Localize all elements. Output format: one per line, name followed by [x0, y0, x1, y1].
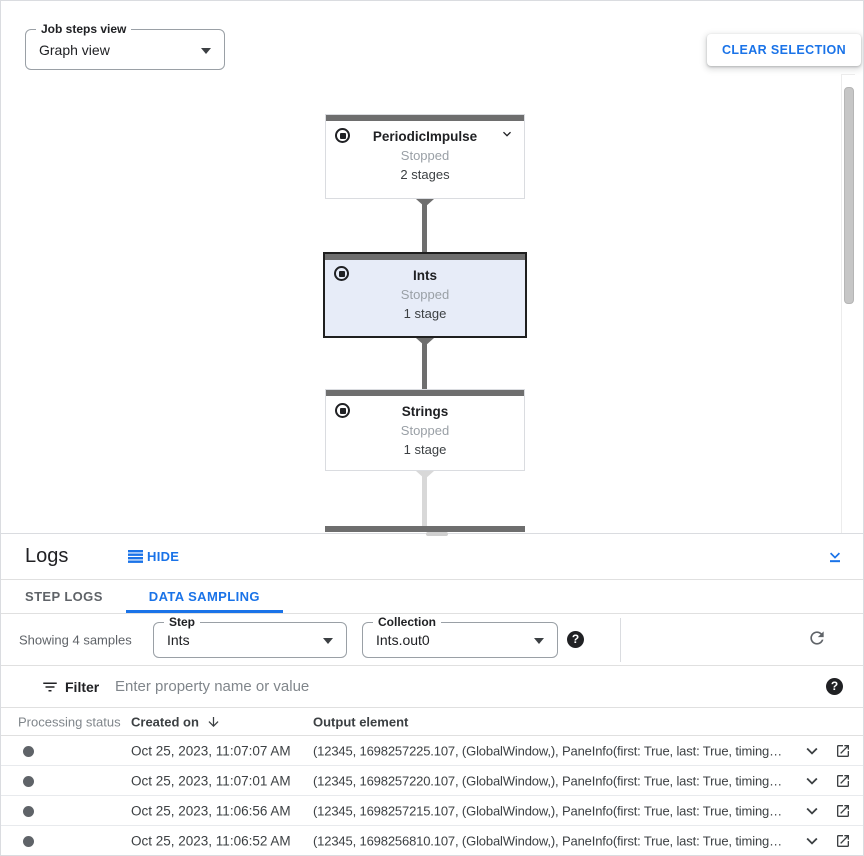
collection-select-value: Ints.out0: [376, 632, 430, 648]
node-top-bar: [325, 254, 525, 260]
graph-node-partial-top-bar: [325, 526, 525, 532]
processing-status-dot: [23, 776, 34, 787]
logs-tabs: STEP LOGS DATA SAMPLING: [1, 579, 863, 614]
connector-line: [422, 471, 427, 526]
filter-help-icon[interactable]: ?: [826, 678, 843, 695]
logs-panel-header: Logs HIDE: [1, 534, 863, 579]
step-select[interactable]: Step Ints: [153, 615, 347, 658]
dropdown-arrow-icon: [534, 638, 544, 644]
output-element-cell: (12345, 1698257215.107, (GlobalWindow,),…: [313, 803, 782, 818]
node-top-bar: [326, 115, 524, 121]
node-title: Ints: [412, 268, 437, 283]
node-status: Stopped: [400, 148, 450, 163]
stopped-status-icon: [334, 266, 349, 281]
processing-status-dot: [23, 746, 34, 757]
collection-help-icon[interactable]: ?: [567, 631, 584, 648]
expand-row-button[interactable]: [801, 800, 823, 822]
open-in-new-button[interactable]: [835, 773, 851, 789]
output-element-cell: (12345, 1698256810.107, (GlobalWindow,),…: [313, 833, 782, 848]
refresh-icon: [810, 630, 824, 645]
expand-row-button[interactable]: [801, 740, 823, 762]
collapse-down-icon: [830, 552, 840, 563]
stopped-status-icon: [335, 128, 350, 143]
column-created-on[interactable]: Created on: [131, 714, 221, 729]
created-on-cell: Oct 25, 2023, 11:06:56 AM: [131, 803, 291, 818]
job-steps-view-select[interactable]: Job steps view Graph view: [25, 22, 225, 70]
output-element-cell: (12345, 1698257220.107, (GlobalWindow,),…: [313, 773, 782, 788]
node-status: Stopped: [400, 287, 450, 302]
filter-input[interactable]: [115, 670, 803, 703]
column-processing-status: Processing status: [18, 714, 121, 729]
tab-step-logs[interactable]: STEP LOGS: [25, 589, 103, 604]
open-in-new-icon: [837, 805, 849, 817]
samples-table-header: Processing status Created on Output elem…: [1, 707, 863, 736]
hide-logs-button[interactable]: HIDE: [128, 534, 179, 579]
refresh-button[interactable]: [803, 625, 831, 653]
dropdown-arrow-icon: [323, 638, 333, 644]
data-sampling-toolbar: Showing 4 samples Step Ints Collection I…: [1, 614, 863, 665]
processing-status-dot: [23, 836, 34, 847]
node-title: Strings: [401, 404, 449, 419]
logs-panel: Logs HIDE STEP LOGS DATA SAMPLING Showin…: [1, 532, 863, 855]
graph-node-ints[interactable]: Ints Stopped 1 stage: [323, 252, 527, 338]
expand-row-button[interactable]: [801, 770, 823, 792]
collapse-panel-button[interactable]: [824, 546, 846, 568]
filter-label: Filter: [65, 678, 100, 695]
chevron-down-icon: [806, 807, 818, 815]
node-title: PeriodicImpulse: [372, 129, 478, 144]
open-in-new-icon: [837, 775, 849, 787]
job-steps-view-label: Job steps view: [36, 22, 132, 36]
collection-select[interactable]: Collection Ints.out0: [362, 615, 558, 658]
graph-node-periodicimpulse[interactable]: PeriodicImpulse Stopped 2 stages: [325, 114, 525, 199]
tab-data-sampling[interactable]: DATA SAMPLING: [125, 580, 283, 613]
graph-node-strings[interactable]: Strings Stopped 1 stage: [325, 389, 525, 471]
column-created-on-label: Created on: [131, 714, 199, 729]
step-select-label: Step: [164, 615, 201, 629]
output-element-cell: (12345, 1698257225.107, (GlobalWindow,),…: [313, 743, 782, 758]
sample-row[interactable]: Oct 25, 2023, 11:06:52 AM (12345, 169825…: [1, 826, 863, 855]
open-in-new-icon: [837, 745, 849, 757]
panel-drag-handle[interactable]: [426, 532, 448, 536]
connector-line: [422, 199, 427, 252]
column-output-element: Output element: [313, 714, 409, 729]
step-select-value: Ints: [167, 632, 190, 648]
logs-panel-title: Logs: [25, 545, 69, 567]
dropdown-arrow-icon: [201, 47, 211, 54]
chevron-down-icon: [806, 837, 818, 845]
stopped-status-icon: [335, 403, 350, 418]
list-icon: [128, 550, 143, 563]
processing-status-dot: [23, 806, 34, 817]
filter-bar: Filter ?: [1, 665, 863, 707]
clear-selection-button[interactable]: CLEAR SELECTION: [707, 34, 862, 66]
sample-row[interactable]: Oct 25, 2023, 11:07:01 AM (12345, 169825…: [1, 766, 863, 796]
created-on-cell: Oct 25, 2023, 11:07:07 AM: [131, 743, 291, 758]
open-in-new-button[interactable]: [835, 743, 851, 759]
graph-scrollbar-thumb[interactable]: [844, 87, 854, 304]
chevron-down-icon: [806, 777, 818, 785]
graph-scrollbar-track: [841, 74, 855, 533]
connector-line: [422, 338, 427, 389]
node-stages: 2 stages: [400, 167, 450, 182]
sample-row[interactable]: Oct 25, 2023, 11:07:07 AM (12345, 169825…: [1, 736, 863, 766]
created-on-cell: Oct 25, 2023, 11:06:52 AM: [131, 833, 291, 848]
chevron-down-icon: [806, 747, 818, 755]
open-in-new-button[interactable]: [835, 833, 851, 849]
node-top-bar: [326, 390, 524, 396]
job-steps-view-value: Graph view: [39, 41, 110, 58]
sort-descending-icon: [208, 716, 219, 727]
filter-icon: [43, 682, 57, 692]
samples-count-text: Showing 4 samples: [19, 632, 132, 647]
expand-node-chevron-icon[interactable]: [499, 126, 515, 142]
open-in-new-icon: [837, 835, 849, 847]
open-in-new-button[interactable]: [835, 803, 851, 819]
expand-row-button[interactable]: [801, 830, 823, 852]
node-stages: 1 stage: [403, 306, 447, 321]
hide-label: HIDE: [147, 549, 180, 564]
node-status: Stopped: [400, 423, 450, 438]
node-stages: 1 stage: [403, 442, 447, 457]
created-on-cell: Oct 25, 2023, 11:07:01 AM: [131, 773, 291, 788]
toolbar-divider: [620, 618, 621, 662]
sample-row[interactable]: Oct 25, 2023, 11:06:56 AM (12345, 169825…: [1, 796, 863, 826]
collection-select-label: Collection: [373, 615, 442, 629]
